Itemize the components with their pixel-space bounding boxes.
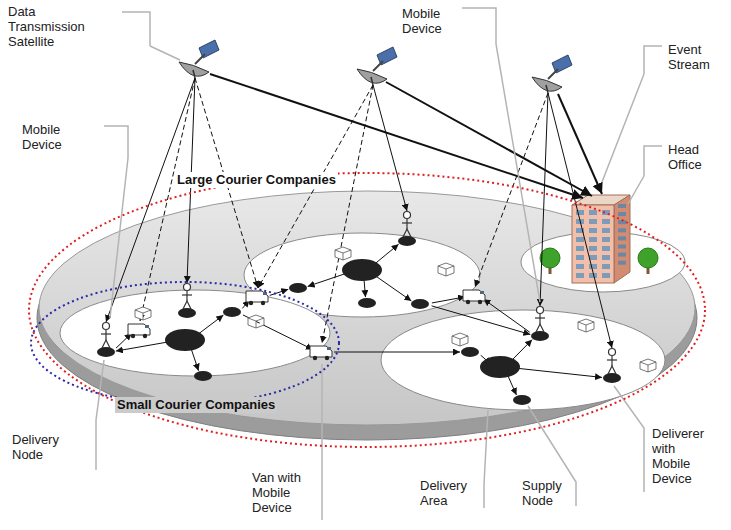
delivery-node bbox=[97, 347, 115, 357]
deliverer-figure bbox=[535, 307, 545, 333]
satellite-icon bbox=[357, 47, 397, 85]
flow-arrow bbox=[243, 315, 313, 350]
delivery-area bbox=[60, 290, 330, 376]
delivery-node bbox=[289, 283, 307, 293]
deliverer-figure bbox=[101, 323, 111, 349]
supply-hub bbox=[342, 259, 382, 281]
delivery-node bbox=[358, 298, 376, 308]
illustration-group bbox=[37, 8, 697, 520]
subregion-ellipse: Small Courier Companies bbox=[30, 281, 340, 405]
region-heading: Large Courier Companies bbox=[175, 172, 338, 188]
package-icon bbox=[640, 359, 656, 372]
van-icon bbox=[246, 291, 268, 305]
leader-line bbox=[462, 8, 540, 302]
van-icon bbox=[463, 290, 485, 304]
leader-line bbox=[628, 146, 662, 204]
dotted-outline-shape bbox=[31, 282, 339, 404]
callout-label: Head Office bbox=[668, 142, 713, 172]
tree-crown bbox=[540, 248, 560, 268]
delivery-node bbox=[398, 236, 416, 246]
satellite-link bbox=[548, 93, 612, 348]
platform-top bbox=[39, 191, 695, 425]
callout-label: Supply Node bbox=[522, 478, 572, 508]
satellite-link bbox=[140, 78, 195, 321]
event-stream-arrow bbox=[558, 94, 602, 194]
flow-arrow bbox=[432, 306, 531, 335]
callout-label: Van with Mobile Device bbox=[252, 470, 310, 515]
delivery-node bbox=[513, 395, 531, 405]
delivery-node bbox=[461, 347, 479, 357]
delivery-node bbox=[194, 371, 212, 381]
delivery-node bbox=[223, 307, 241, 317]
leader-line bbox=[602, 46, 662, 182]
deliverer-figure bbox=[182, 284, 192, 310]
deliverer-figure bbox=[402, 212, 412, 238]
callout-label: Data Transmission Satellite bbox=[8, 4, 103, 49]
callout-label: Delivery Node bbox=[12, 432, 72, 462]
satellite-link bbox=[540, 93, 548, 306]
tree-crown bbox=[638, 248, 658, 268]
leader-lines bbox=[96, 8, 662, 520]
delivery-node bbox=[411, 299, 429, 309]
flow-arrow bbox=[372, 274, 411, 301]
satellite-link bbox=[106, 78, 195, 322]
leader-line bbox=[614, 386, 644, 492]
satellite-links bbox=[106, 78, 612, 348]
callout-label: Delivery Area bbox=[420, 478, 475, 508]
delivery-area bbox=[381, 310, 665, 410]
package-icon bbox=[335, 247, 351, 260]
flow-arrow bbox=[512, 368, 602, 378]
region-ellipse: Large Courier CompaniesSmall Courier Com… bbox=[28, 172, 706, 448]
supply-hub bbox=[165, 329, 205, 351]
leader-line bbox=[122, 12, 180, 60]
callout-label: Event Stream bbox=[668, 42, 718, 72]
flow-arrow bbox=[334, 352, 460, 353]
dotted-outline-shape bbox=[29, 173, 705, 447]
callout-label: Deliverer with Mobile Device bbox=[652, 426, 714, 486]
package-icon bbox=[438, 263, 454, 276]
deliverers bbox=[101, 212, 617, 375]
delivery-node bbox=[178, 308, 196, 318]
delivery-nodes bbox=[97, 236, 621, 405]
deliverer-figure bbox=[607, 349, 617, 375]
package-icon bbox=[248, 315, 264, 328]
van-icon bbox=[310, 346, 332, 360]
vans bbox=[128, 290, 485, 360]
satellite-icon bbox=[532, 55, 572, 93]
head-office-building bbox=[572, 195, 630, 283]
satellite-link bbox=[373, 85, 407, 211]
leader-line bbox=[96, 360, 104, 470]
package-icon bbox=[578, 319, 594, 332]
satellite-link bbox=[475, 93, 548, 287]
leader-line bbox=[321, 364, 323, 520]
flow-arrow bbox=[116, 341, 173, 351]
package-icon bbox=[452, 333, 468, 346]
network-arrows bbox=[116, 244, 602, 395]
van-icon bbox=[128, 324, 150, 338]
flow-arrow bbox=[432, 297, 465, 303]
leader-line bbox=[484, 410, 488, 508]
package-icon bbox=[135, 307, 151, 320]
callout-label: Mobile Device bbox=[402, 6, 457, 36]
region-heading: Small Courier Companies bbox=[115, 397, 277, 413]
satellite-icon bbox=[179, 40, 219, 78]
flow-arrow bbox=[270, 289, 289, 295]
dotted-outline bbox=[30, 281, 340, 405]
supply-hub bbox=[480, 356, 520, 378]
delivery-node bbox=[531, 331, 549, 341]
packages bbox=[135, 247, 656, 372]
delivery-node bbox=[603, 373, 621, 383]
callout-label: Mobile Device bbox=[22, 122, 77, 152]
satellites bbox=[179, 40, 572, 93]
